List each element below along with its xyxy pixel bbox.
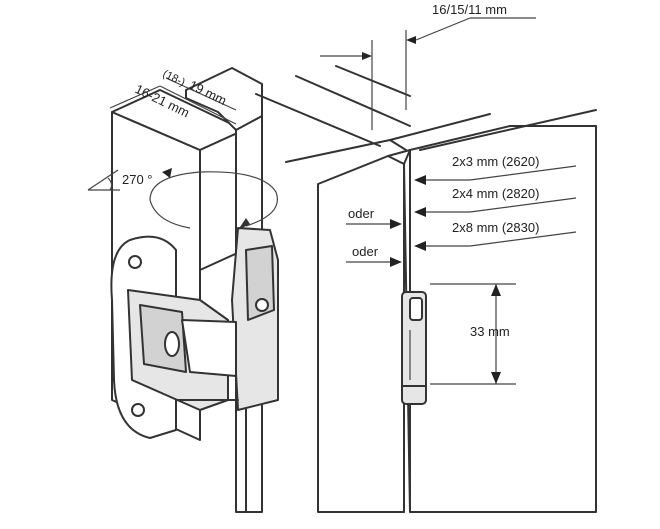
height-dim: 33 mm (430, 283, 516, 385)
edge-hinge (401, 291, 427, 405)
thickness-label: 16/15/11 mm (432, 2, 507, 17)
screw-hole-bottom (131, 403, 145, 417)
hinge-body (231, 227, 279, 411)
oder-label-2: oder (352, 244, 379, 259)
right-section-view: 16/15/11 mm 2x3 mm (2620) 2x4 mm (2820) … (255, 2, 597, 513)
angle-label-group: 270 ° (87, 168, 172, 191)
gap-2830-label: 2x8 mm (2830) (452, 220, 539, 235)
screw-hole-top (128, 255, 142, 269)
gap-dims: 2x3 mm (2620) 2x4 mm (2820) 2x8 mm (2830… (346, 154, 577, 267)
gap-2820-label: 2x4 mm (2820) (452, 186, 539, 201)
mounting-plate (110, 235, 239, 439)
top-thickness-dim: 16/15/11 mm (320, 2, 536, 130)
back-panel (255, 65, 491, 163)
front-panel (317, 109, 597, 513)
height-label: 33 mm (470, 324, 510, 339)
angle-label: 270 ° (122, 172, 153, 187)
rotation-indicator (149, 171, 278, 230)
oder-label-1: oder (348, 206, 375, 221)
gap-2620-label: 2x3 mm (2620) (452, 154, 539, 169)
left-hinge-assembly: 270 ° 16-21 mm (18-) 19 mm (87, 67, 279, 513)
frame-prefix-label: (18-) (161, 68, 187, 89)
